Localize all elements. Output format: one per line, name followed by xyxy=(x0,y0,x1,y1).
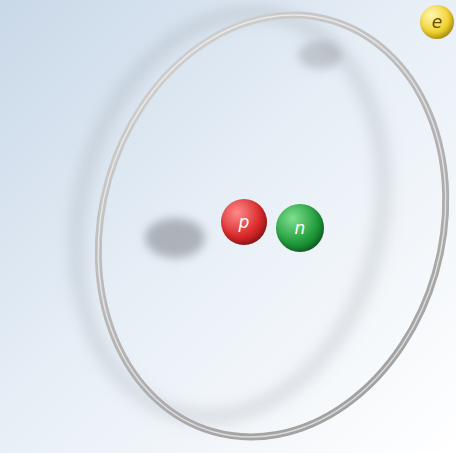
particle-label: e xyxy=(432,14,442,31)
electron-sphere: e xyxy=(420,5,454,39)
particle-label: p xyxy=(239,214,250,231)
proton-sphere: p xyxy=(221,199,267,245)
nucleus-shadow xyxy=(145,218,205,258)
electron-shadow xyxy=(298,41,342,69)
orbit-shadow xyxy=(35,0,425,450)
neutron-sphere: n xyxy=(276,204,324,252)
orbit-highlight xyxy=(50,0,456,453)
orbit-ring xyxy=(50,0,456,453)
particle-label: n xyxy=(295,220,306,237)
